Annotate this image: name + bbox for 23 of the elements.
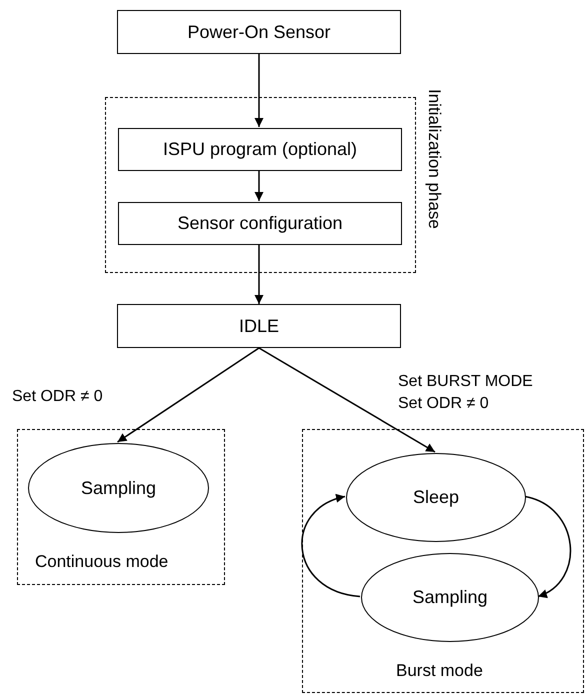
arrow xyxy=(302,494,360,598)
process-box xyxy=(118,128,402,171)
arrow xyxy=(258,347,436,453)
process-box xyxy=(118,202,402,245)
process-box xyxy=(117,10,401,54)
state-box xyxy=(117,304,401,348)
state-label: Sleep xyxy=(412,487,460,508)
group-label: Burst mode xyxy=(396,661,483,681)
dashed-group-box xyxy=(17,429,225,585)
box-label: Power-On Sensor xyxy=(187,22,331,42)
group-label: Initialization phase xyxy=(424,89,444,229)
arrow xyxy=(524,496,571,598)
state-label: Sampling xyxy=(80,478,156,498)
arrow xyxy=(254,54,264,127)
dashed-group-box xyxy=(302,429,584,693)
arrow xyxy=(117,347,260,443)
group-label: Continuous mode xyxy=(35,552,168,572)
box-label: Sensor configuration xyxy=(177,213,343,234)
arrow xyxy=(254,170,264,201)
state-label: Sampling xyxy=(412,587,488,608)
arrow xyxy=(254,244,264,304)
box-label: IDLE xyxy=(238,316,280,336)
box-label: ISPU program (optional) xyxy=(162,139,358,160)
